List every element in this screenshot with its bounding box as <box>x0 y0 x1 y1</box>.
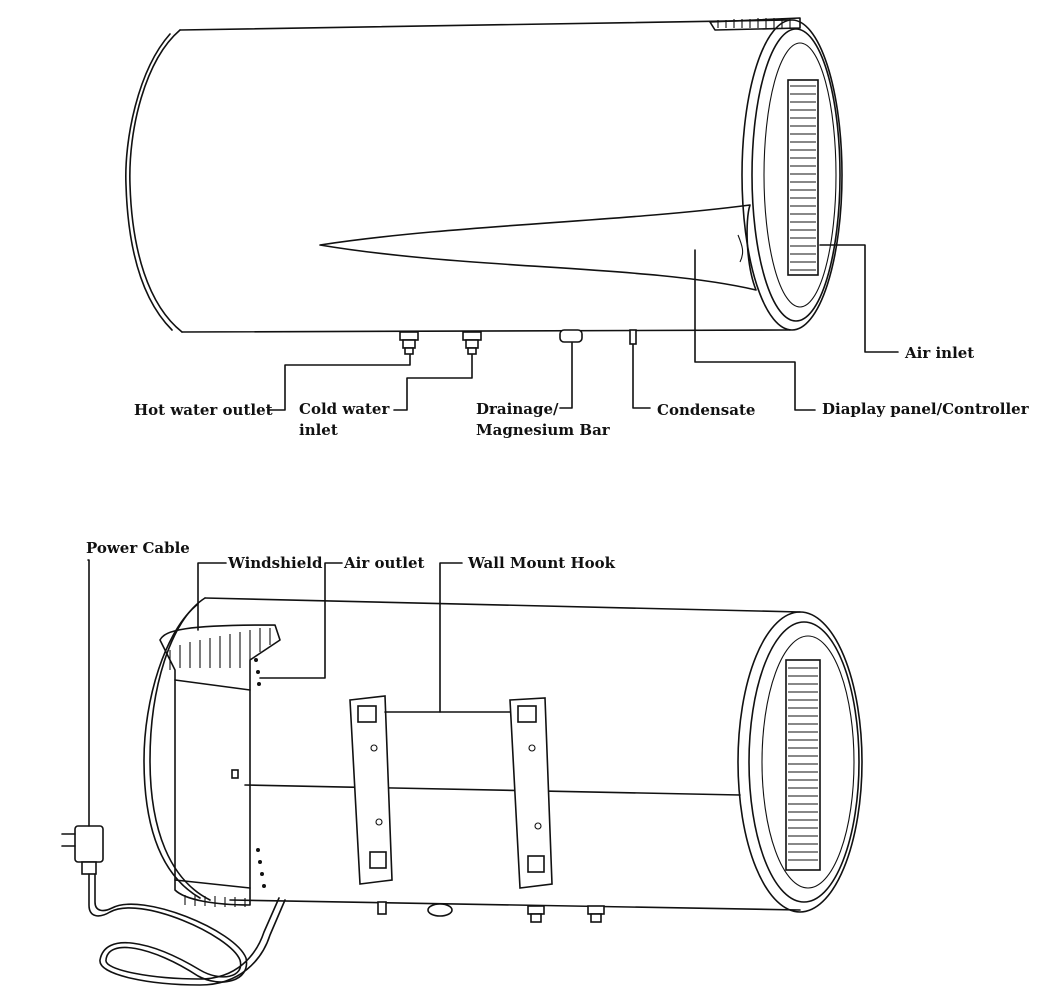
fitting-drainage <box>559 329 583 343</box>
label-hot-water-outlet: Hot water outlet <box>134 401 273 419</box>
label-windshield: Windshield <box>228 554 323 572</box>
fitting-condensate <box>629 329 637 345</box>
label-drainage-line2: Magnesium Bar <box>476 421 610 439</box>
fitting-cold-water <box>462 331 482 355</box>
label-cold-water-inlet-line2: inlet <box>299 421 338 439</box>
label-cold-water-inlet-line1: Cold water <box>299 400 390 418</box>
label-wall-mount-hook: Wall Mount Hook <box>468 554 616 572</box>
label-air-inlet: Air inlet <box>905 344 975 362</box>
fitting-hot-water <box>399 331 419 355</box>
top-grille-lines <box>790 85 816 271</box>
label-air-outlet: Air outlet <box>344 554 425 572</box>
label-display-panel: Diaplay panel/Controller <box>822 400 1029 418</box>
label-drainage-line1: Drainage/ <box>476 400 559 418</box>
label-condensate: Condensate <box>657 401 756 419</box>
label-power-cable: Power Cable <box>86 539 190 557</box>
